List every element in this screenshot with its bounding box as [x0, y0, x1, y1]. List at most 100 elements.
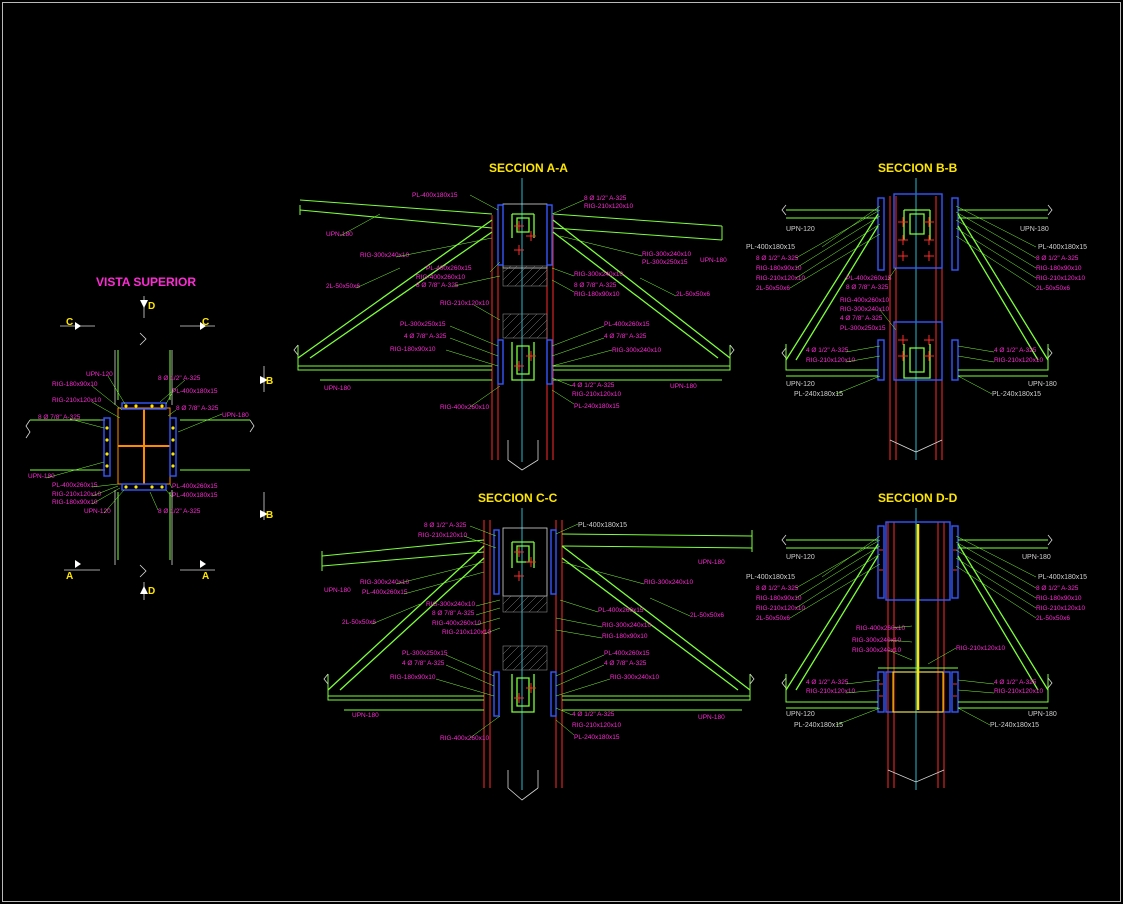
drawing-label: 8 Ø 1/2" A-325 — [1036, 585, 1079, 592]
drawing-label: PL-300x250x15 — [840, 325, 886, 332]
drawing-label: RIG-210x120x10 — [440, 300, 490, 307]
drawing-label: UPN-120 — [86, 371, 113, 378]
drawing-label: UPN-120 — [786, 711, 815, 718]
drawing-label: RIG-210x120x10 — [756, 605, 806, 612]
drawing-label: UPN-180 — [352, 712, 379, 719]
drawing-label: 8 Ø 7/8" A-325 — [416, 282, 459, 289]
seccion-d-d-title: SECCION D-D — [878, 491, 958, 505]
drawing-label: UPN-180 — [698, 559, 725, 566]
drawing-label: PL-300x250x15 — [400, 321, 446, 328]
drawing-label: PL-400x180x15 — [578, 522, 627, 529]
drawing-label: RIG-210x120x10 — [52, 491, 102, 498]
drawing-label: RIG-400x260x10 — [840, 297, 890, 304]
drawing-label: 2L-50x50x6 — [1036, 285, 1070, 292]
drawing-label: RIG-300x240x10 — [852, 637, 902, 644]
vista-superior-title: VISTA SUPERIOR — [96, 275, 196, 289]
drawing-label: 2L-50x50x6 — [1036, 615, 1070, 622]
bb-labels: UPN-120 UPN-180 PL-400x180x15 PL-400x180… — [746, 205, 1087, 398]
cut-b-top: B — [266, 376, 273, 387]
aa-labels: PL-400x180x15 8 Ø 1/2" A-325 RIG-210x120… — [324, 192, 727, 411]
drawing-label: 8 Ø 7/8" A-325 — [38, 414, 81, 421]
seccion-c-c: SECCION C-C 8 Ø 1/2" A-325 RIG-210x120x1… — [321, 491, 755, 801]
drawing-label: UPN-120 — [786, 381, 815, 388]
drawing-label: PL-240x180x15 — [990, 722, 1039, 729]
drawing-label: 8 Ø 7/8" A-325 — [176, 405, 219, 412]
cc-labels: 8 Ø 1/2" A-325 RIG-210x120x10 PL-400x180… — [324, 522, 725, 742]
drawing-label: PL-400x180x15 — [746, 244, 795, 251]
drawing-label: UPN-180 — [700, 257, 727, 264]
drawing-label: RIG-210x120x10 — [442, 629, 492, 636]
cut-b-bottom: B — [266, 510, 273, 521]
drawing-label: 4 Ø 7/8" A-325 — [402, 660, 445, 667]
drawing-label: RIG-300x240x10 — [612, 347, 662, 354]
drawing-label: PL-400x180x15 — [172, 388, 218, 395]
drawing-label: UPN-180 — [1028, 381, 1057, 388]
plan-cut-markers: C C A A D D B B — [60, 296, 273, 600]
drawing-label: UPN-120 — [786, 554, 815, 561]
drawing-label: 8 Ø 1/2" A-325 — [756, 585, 799, 592]
drawing-label: UPN-180 — [326, 231, 353, 238]
seccion-c-c-title: SECCION C-C — [478, 491, 558, 505]
drawing-label: 8 Ø 1/2" A-325 — [1036, 255, 1079, 262]
drawing-label: RIG-180x90x10 — [390, 674, 436, 681]
drawing-label: 8 Ø 1/2" A-325 — [756, 255, 799, 262]
drawing-label: 2L-50x50x6 — [326, 283, 360, 290]
drawing-label: RIG-400x260x10 — [440, 735, 490, 742]
drawing-label: 8 Ø 7/8" A-325 — [574, 282, 617, 289]
drawing-label: RIG-210x120x10 — [756, 275, 806, 282]
drawing-label: 8 Ø 7/8" A-325 — [432, 610, 475, 617]
drawing-label: PL-240x180x15 — [574, 403, 620, 410]
drawing-label: RIG-300x240x10 — [840, 306, 890, 313]
drawing-label: UPN-180 — [222, 412, 249, 419]
plan-labels: UPN-120 RIG-180x90x10 RIG-210x120x10 8 Ø… — [28, 371, 249, 515]
drawing-label: 2L-50x50x6 — [756, 285, 790, 292]
drawing-label: 8 Ø 1/2" A-325 — [584, 195, 627, 202]
drawing-label: 4 Ø 7/8" A-325 — [404, 333, 447, 340]
drawing-label: RIG-400x260x10 — [416, 274, 466, 281]
drawing-label: 8 Ø 7/8" A-325 — [846, 284, 889, 291]
drawing-label: PL-400x180x15 — [746, 574, 795, 581]
drawing-label: RIG-180x90x10 — [756, 265, 802, 272]
seccion-b-b-title: SECCION B-B — [878, 161, 958, 175]
drawing-label: RIG-210x120x10 — [52, 397, 102, 404]
drawing-label: RIG-300x240x10 — [360, 579, 410, 586]
drawing-label: UPN-180 — [1020, 226, 1049, 233]
drawing-label: RIG-210x120x10 — [994, 357, 1044, 364]
drawing-label: UPN-180 — [28, 473, 55, 480]
cut-c-right: C — [202, 317, 209, 328]
drawing-label: RIG-400x260x10 — [856, 625, 906, 632]
drawing-label: RIG-400x260x10 — [440, 404, 490, 411]
drawing-label: UPN-180 — [324, 587, 351, 594]
drawing-label: PL-400x180x15 — [1038, 244, 1087, 251]
drawing-label: UPN-180 — [1022, 554, 1051, 561]
drawing-label: RIG-300x240x10 — [644, 579, 694, 586]
drawing-label: RIG-210x120x10 — [572, 722, 622, 729]
drawing-label: PL-400x180x15 — [1038, 574, 1087, 581]
drawing-label: 4 Ø 7/8" A-325 — [604, 660, 647, 667]
drawing-label: RIG-210x120x10 — [1036, 605, 1086, 612]
drawing-label: RIG-210x120x10 — [956, 645, 1006, 652]
drawing-label: RIG-300x240x10 — [426, 601, 476, 608]
drawing-label: RIG-180x90x10 — [52, 381, 98, 388]
drawing-label: UPN-180 — [698, 714, 725, 721]
drawing-label: RIG-210x120x10 — [584, 203, 634, 210]
drawing-label: PL-300x250x15 — [402, 650, 448, 657]
drawing-label: PL-240x180x15 — [794, 391, 843, 398]
drawing-label: PL-400x260x15 — [172, 483, 218, 490]
drawing-label: 4 Ø 1/2" A-325 — [994, 347, 1037, 354]
drawing-label: RIG-180x90x10 — [1036, 595, 1082, 602]
seccion-b-b: SECCION B-B UPN-120 UPN-180 PL-400x180x1… — [746, 161, 1087, 460]
drawing-label: RIG-210x120x10 — [1036, 275, 1086, 282]
drawing-label: RIG-180x90x10 — [1036, 265, 1082, 272]
drawing-label: PL-400x260x15 — [426, 265, 472, 272]
drawing-label: PL-400x180x15 — [172, 492, 218, 499]
seccion-a-a-title: SECCION A-A — [489, 161, 568, 175]
drawing-label: 4 Ø 1/2" A-325 — [572, 711, 615, 718]
drawing-label: 4 Ø 1/2" A-325 — [572, 382, 615, 389]
drawing-label: 2L-50x50x6 — [756, 615, 790, 622]
cut-d-top: D — [148, 301, 155, 312]
drawing-label: 8 Ø 1/2" A-325 — [158, 375, 201, 382]
drawing-label: RIG-300x240x10 — [574, 271, 624, 278]
